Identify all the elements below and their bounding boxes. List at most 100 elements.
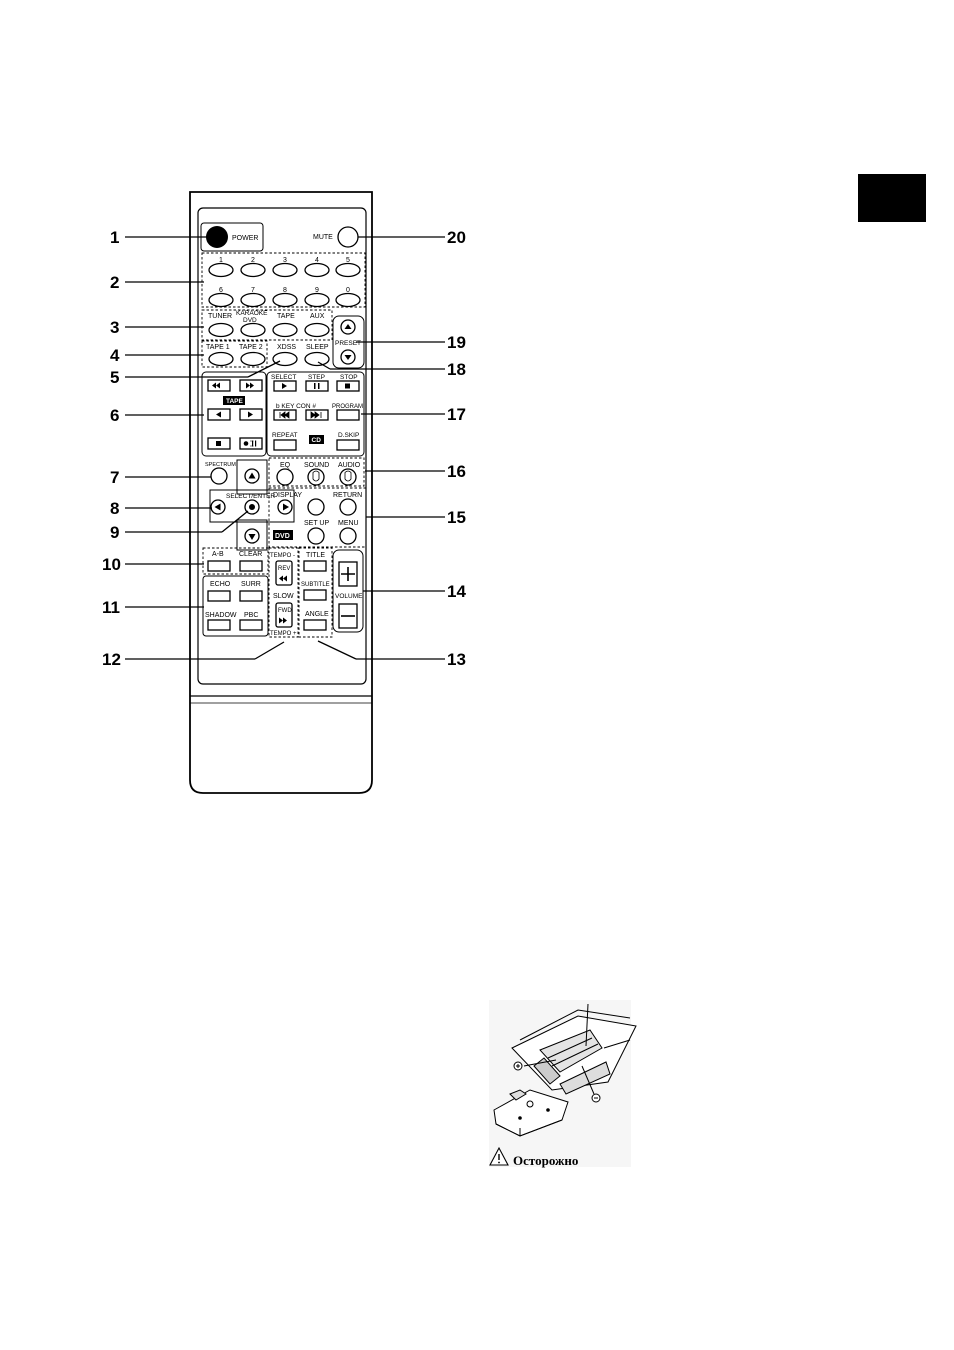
power-button[interactable] [206,226,228,248]
callout-19: 19 [447,333,466,352]
number-button-3[interactable] [272,262,298,278]
sleep-button[interactable] [304,351,330,367]
tape-section-label: TAPE [226,398,244,405]
callout-8: 8 [110,499,119,518]
eq-button[interactable] [276,468,294,486]
title-button[interactable] [303,560,327,572]
spectrum-button[interactable] [210,467,228,485]
rev-button[interactable] [275,560,293,586]
pbc-button[interactable] [239,619,263,631]
dskip-button[interactable] [336,439,360,451]
sound-button[interactable] [307,468,325,486]
number-label: 4 [315,257,319,264]
dskip-label: D.SKIP [338,432,359,439]
mute-label: MUTE [313,234,333,241]
power-label: POWER [232,235,258,242]
number-button-2[interactable] [240,262,266,278]
surr-button[interactable] [239,590,263,602]
tape1-button[interactable] [208,351,234,367]
spectrum-label: SPECTRUM [205,462,236,468]
skip-back-icon [279,411,290,419]
surr-label: SURR [241,581,261,588]
setup-button[interactable] [307,527,325,545]
enter-dot-icon [249,504,255,510]
step-button[interactable] [305,380,329,392]
mute-button[interactable] [337,226,359,248]
subtitle-button[interactable] [303,589,327,601]
angle-button[interactable] [303,619,327,631]
callout-9: 9 [110,523,119,542]
callout-18: 18 [447,360,466,379]
number-label: 1 [219,257,223,264]
tuner-button[interactable] [208,322,234,338]
number-label: 5 [346,257,350,264]
ab-label: A-B [212,551,224,558]
number-button-0[interactable] [335,292,361,308]
fwd-label: FWD [278,608,292,614]
number-button-5[interactable] [335,262,361,278]
echo-button[interactable] [207,590,231,602]
number-button-7[interactable] [240,292,266,308]
cd-select-label: SELECT [271,374,296,381]
number-label: 3 [283,257,287,264]
dvd-section-badge [273,530,293,540]
stop-label: STOP [340,374,358,381]
up-arrow-icon [248,472,256,479]
number-label: 8 [283,287,287,294]
number-button-9[interactable] [304,292,330,308]
callout-1: 1 [110,228,119,247]
callout-14: 14 [447,582,466,601]
aux-label: AUX [310,313,325,320]
select-enter-label: SELECT/ENTER [226,493,275,500]
callout-4: 4 [110,346,120,365]
number-button-1[interactable] [208,262,234,278]
volume-label: VOLUME [335,593,363,600]
repeat-button[interactable] [273,439,297,451]
xdss-button[interactable] [272,351,298,367]
microphone-icon [312,470,320,482]
eq-label: EQ [280,462,291,469]
leader-lines [125,236,445,660]
tape-record-pause-button[interactable] [239,437,263,450]
tape-button[interactable] [272,322,298,338]
callout-2: 2 [110,273,119,292]
fast-forward-icon [279,617,287,624]
microphone-icon [344,470,352,482]
remote-body [189,191,373,794]
callout-numbers: 1 2 3 4 5 6 7 8 9 10 11 12 20 19 18 17 1… [102,228,466,669]
key-con-label: b KEY CON # [276,403,316,410]
audio-button[interactable] [339,468,357,486]
rewind-icon [279,575,287,582]
cd-section-badge [309,435,324,444]
stop-icon [345,383,350,389]
dvd-label: DVD [243,317,257,324]
callout-5: 5 [110,368,119,387]
karaoke-dvd-button[interactable] [240,322,266,338]
battery-illustration [489,1000,637,1167]
return-button[interactable] [339,498,357,516]
clear-button[interactable] [239,560,263,572]
plus-icon [341,567,355,581]
program-button[interactable] [336,409,360,421]
callout-7: 7 [110,468,119,487]
tuner-label: TUNER [208,313,232,320]
echo-label: ECHO [210,581,231,588]
repeat-label: REPEAT [272,432,298,439]
display-button[interactable] [307,498,325,516]
shadow-button[interactable] [207,619,231,631]
sound-label: SOUND [304,462,329,469]
menu-button[interactable] [339,527,357,545]
xdss-label: XDSS [277,344,296,351]
menu-label: MENU [338,520,359,527]
number-button-8[interactable] [272,292,298,308]
number-button-6[interactable] [208,292,234,308]
aux-button[interactable] [304,322,330,338]
karaoke-label: KARAOKE [236,310,268,317]
play-icon [282,383,287,389]
rewind-icon [212,382,220,389]
number-button-4[interactable] [304,262,330,278]
fwd-button[interactable] [275,602,293,628]
ab-button[interactable] [207,560,231,572]
tape2-button[interactable] [240,351,266,367]
